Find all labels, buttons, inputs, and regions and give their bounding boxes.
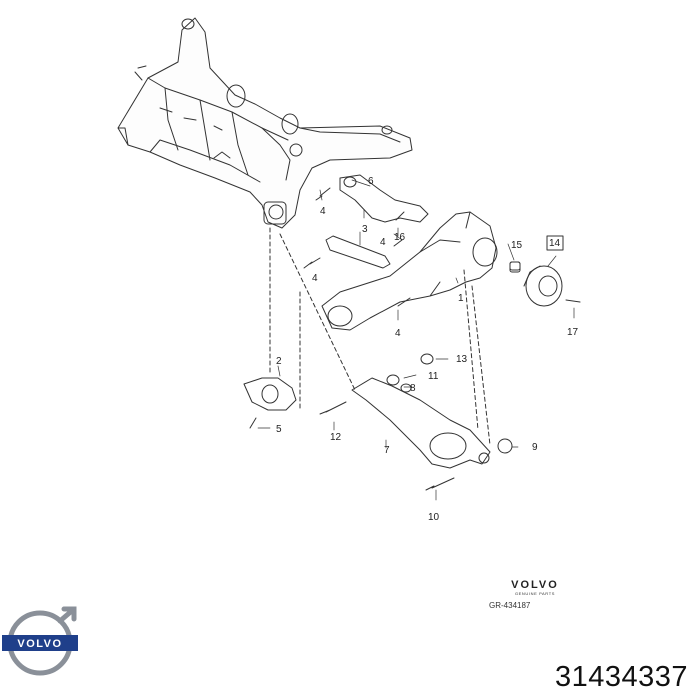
assembly-guide-lines bbox=[269, 227, 491, 446]
callout-4a: 4 bbox=[320, 206, 326, 217]
upper-link-6 bbox=[339, 174, 429, 223]
callout-labels: 1 2 3 4 4 4 4 5 6 7 8 9 10 11 12 13 14 1… bbox=[276, 176, 579, 523]
lower-arm-7 bbox=[351, 377, 491, 469]
wheel-carrier-1 bbox=[321, 211, 498, 331]
callout-3: 3 bbox=[362, 224, 368, 235]
callout-4c: 4 bbox=[312, 273, 318, 284]
brand-subtitle: GENUINE PARTS bbox=[514, 591, 556, 596]
diagram-reference: GR-434187 bbox=[489, 601, 531, 610]
fasteners bbox=[249, 187, 581, 491]
callout-12: 12 bbox=[330, 432, 342, 443]
link-3 bbox=[325, 235, 391, 269]
bushing-2 bbox=[243, 377, 297, 411]
callout-4d: 4 bbox=[395, 328, 401, 339]
callout-7: 7 bbox=[384, 445, 390, 456]
callout-6: 6 bbox=[368, 176, 374, 187]
brand-wordmark: VOLVO bbox=[511, 579, 559, 591]
volvo-logo-icon: VOLVO bbox=[2, 606, 78, 676]
callout-4b: 4 bbox=[380, 237, 386, 248]
callout-2: 2 bbox=[276, 356, 282, 367]
callout-10: 10 bbox=[428, 512, 440, 523]
callout-1: 1 bbox=[458, 293, 464, 304]
callout-15: 15 bbox=[511, 240, 523, 251]
subframe bbox=[117, 17, 413, 229]
leader-lines bbox=[257, 179, 575, 501]
callout-13: 13 bbox=[456, 354, 468, 365]
hub-14 bbox=[509, 261, 563, 307]
brand-block: VOLVO GENUINE PARTS bbox=[490, 580, 580, 597]
callout-14: 14 bbox=[549, 238, 561, 249]
part-number: 31434337 bbox=[554, 661, 688, 693]
callout-14-box bbox=[546, 235, 564, 251]
callout-5: 5 bbox=[276, 424, 282, 435]
callout-17: 17 bbox=[567, 327, 579, 338]
callout-9: 9 bbox=[532, 442, 538, 453]
volvo-logo-text: VOLVO bbox=[17, 638, 62, 650]
callout-16: 16 bbox=[394, 232, 406, 243]
callout-8: 8 bbox=[410, 383, 416, 394]
callout-11: 11 bbox=[428, 371, 439, 382]
